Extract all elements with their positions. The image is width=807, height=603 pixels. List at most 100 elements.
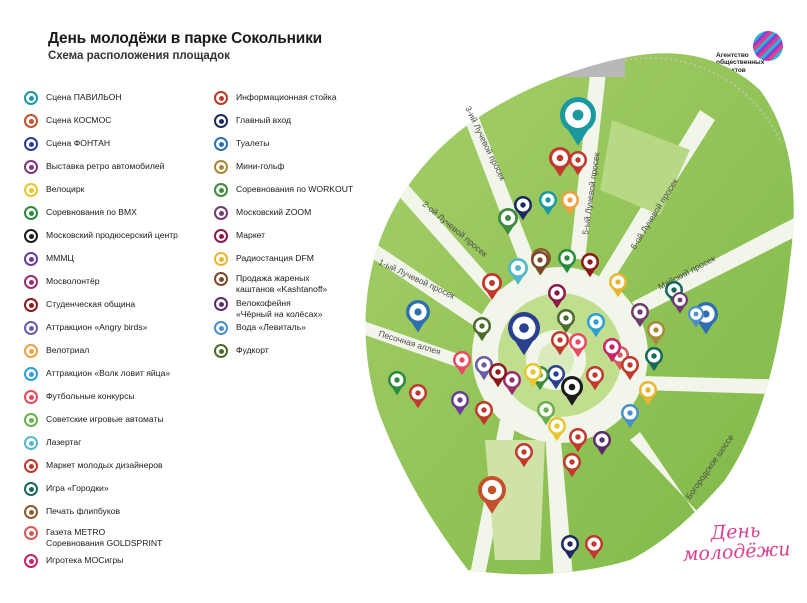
info-icon (214, 91, 228, 105)
map-pin-coffee-icon[interactable] (593, 431, 611, 456)
map-pin-guitar-icon[interactable] (560, 97, 596, 146)
legend-label: Печать флипбуков (46, 506, 121, 517)
map-pin-horse-icon[interactable] (603, 338, 621, 363)
map-pin-info-icon[interactable] (585, 535, 603, 560)
map-pin-gorodki-icon[interactable] (645, 347, 663, 372)
map-pin-bike-trial-icon[interactable] (561, 191, 579, 216)
legend-item: каштанов «Kashtanoff» (214, 282, 327, 298)
arcade-icon (24, 413, 38, 427)
map-pin-stairs-icon[interactable] (561, 376, 583, 406)
event-brand-logo: День молодёжи (675, 519, 797, 566)
map-pin-workout-icon[interactable] (498, 208, 518, 235)
legend-item: Аттракцион «Angry birds» (24, 320, 147, 336)
map-pin-egg-icon[interactable] (587, 313, 605, 338)
legend-label: Сцена ФОНТАН (46, 138, 111, 149)
legend-label: Аттракцион «Волк ловит яйца» (46, 368, 171, 379)
map-pin-flag-icon[interactable] (514, 196, 532, 221)
map-pin-bicycle-icon[interactable] (524, 363, 542, 388)
agency-logo-icon (753, 31, 783, 61)
map-pin-food-icon[interactable] (557, 309, 575, 334)
legend-label: Велотриал (46, 345, 90, 356)
map-pin-football-icon[interactable] (569, 333, 587, 358)
map-pin-music-icon[interactable] (639, 381, 657, 406)
map-pin-food-icon[interactable] (473, 317, 491, 342)
legend-item: Московский ZOOM (214, 205, 311, 221)
map-pin-water-icon[interactable] (688, 306, 704, 328)
legend-label: Маркет (236, 230, 266, 241)
map-pin-eye-icon[interactable] (569, 428, 587, 453)
legend-item: Игра «Городки» (24, 481, 109, 497)
map-pins (388, 97, 718, 560)
map-pin-hand-icon[interactable] (503, 371, 521, 396)
map-pin-bicycle-icon[interactable] (548, 417, 566, 442)
map-pin-info-icon[interactable] (549, 147, 571, 177)
book-icon (24, 505, 38, 519)
map-pin-bmx-icon[interactable] (388, 371, 406, 396)
map-pin-shop-icon[interactable] (548, 284, 566, 309)
workout-icon (214, 183, 228, 197)
map-pin-star-icon[interactable] (478, 476, 506, 514)
legend-item: Соревнования по BMX (24, 205, 137, 221)
map-pin-bmx-icon[interactable] (558, 249, 576, 274)
legend-item: Московский продюсерский центр (24, 228, 178, 244)
legend-label: Маркет молодых дизайнеров (46, 460, 163, 471)
legend-label: Мосволонтёр (46, 276, 100, 287)
map-pin-info-icon[interactable] (475, 401, 493, 426)
legend-label: Информационная стойка (236, 92, 337, 103)
legend-item: Выставка ретро автомобилей (24, 159, 164, 175)
legend-label: Лазертаг (46, 437, 82, 448)
legend-label: каштанов «Kashtanoff» (236, 284, 328, 295)
map-pin-hat-icon[interactable] (581, 253, 599, 278)
map-pin-m-letter-icon[interactable] (451, 391, 469, 416)
legend-label: Велокофейня (236, 298, 291, 309)
map-pin-laser-icon[interactable] (508, 258, 528, 285)
agency-line-2: общественных (716, 59, 765, 67)
map-pin-bird-icon[interactable] (475, 356, 493, 381)
map-pin-info-icon[interactable] (551, 331, 569, 356)
legend-label: Вода «Левиталь» (236, 322, 306, 333)
legend-item: Мини-гольф (214, 159, 284, 175)
map-pin-flag-icon[interactable] (561, 535, 579, 560)
map-pin-chestnut-icon[interactable] (531, 251, 549, 276)
map-pin-info-icon[interactable] (563, 453, 581, 478)
bird-icon (24, 321, 38, 335)
map-pin-golf-icon[interactable] (647, 321, 665, 346)
map-pin-football-icon[interactable] (453, 351, 471, 376)
legend-label: Сцена КОСМОС (46, 115, 112, 126)
map-pin-guitar-icon[interactable] (539, 191, 557, 216)
map-pin-zoom-icon[interactable] (631, 303, 649, 328)
page-title: День молодёжи в парке Сокольники (48, 30, 323, 47)
coffee-icon (214, 297, 228, 311)
bmx-icon (24, 206, 38, 220)
legend-item: Фудкорт (214, 343, 269, 359)
map-pin-hat-icon[interactable] (489, 363, 507, 388)
legend-label: Игра «Городки» (46, 483, 109, 494)
map-pin-wc-icon[interactable] (406, 300, 430, 333)
map-pin-water-icon[interactable] (621, 404, 639, 429)
legend-item: Маркет (214, 228, 265, 244)
stairs-icon (24, 229, 38, 243)
legend-item: Главный вход (214, 113, 291, 129)
legend-item: Радиостанция DFM (214, 251, 314, 267)
map-pin-info-icon[interactable] (621, 356, 639, 381)
map-pin-eye-icon[interactable] (515, 443, 533, 468)
map-pin-zoom-icon[interactable] (672, 292, 688, 314)
map-pin-arcade-icon[interactable] (537, 401, 555, 426)
map-pin-music-icon[interactable] (609, 273, 627, 298)
legend-label: «Чёрный на колёсах» (236, 309, 323, 320)
map-pin-info-icon[interactable] (482, 273, 502, 300)
legend-item: Маркет молодых дизайнеров (24, 458, 163, 474)
legend-label: Мини-гольф (236, 161, 285, 172)
map-pin-info-icon[interactable] (409, 384, 427, 409)
agency-line-1: Агентство (716, 52, 749, 59)
map-pin-microphone-icon[interactable] (508, 312, 540, 356)
legend-label: Советские игровые автоматы (46, 414, 164, 425)
legend-item: «Чёрный на колёсах» (214, 307, 322, 323)
map-pin-info-icon[interactable] (586, 366, 604, 391)
map-pin-microphone-icon[interactable] (547, 365, 565, 390)
legend-item: Газета METRO (24, 525, 105, 541)
map-pin-info-icon[interactable] (569, 151, 587, 176)
gorodki-icon (24, 482, 38, 496)
zoom-icon (214, 206, 228, 220)
legend-label: Футбольные конкурсы (46, 391, 135, 402)
